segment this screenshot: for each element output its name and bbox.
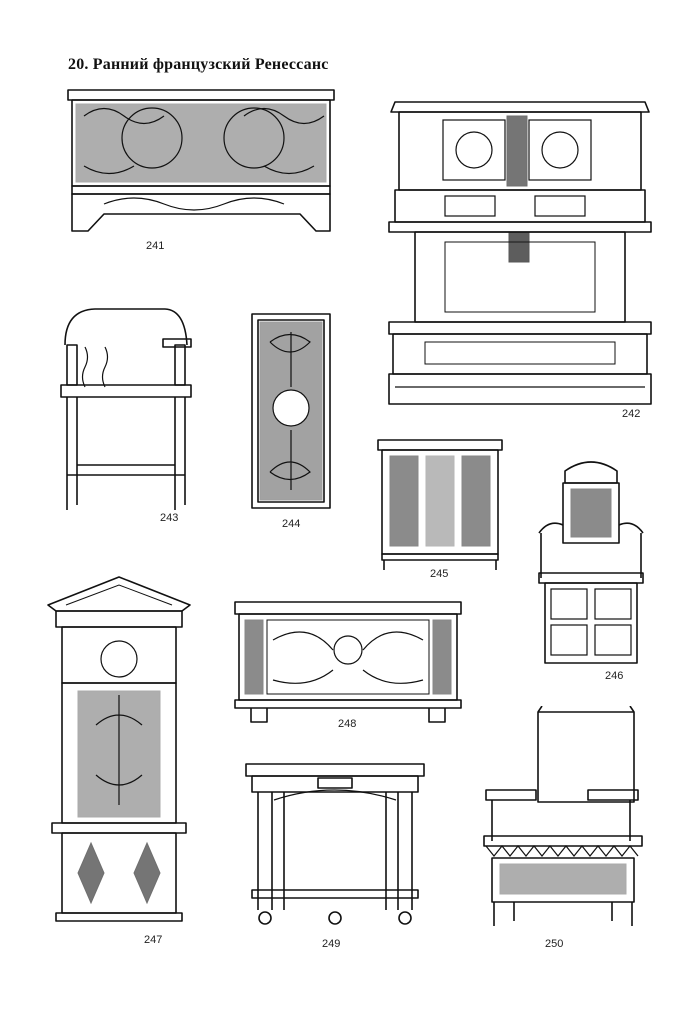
- figure-247: [46, 575, 192, 925]
- table-icon: [245, 763, 425, 925]
- figure-241: [64, 86, 340, 236]
- figure-label-246: 246: [605, 670, 624, 682]
- figure-249: [244, 760, 426, 928]
- chest-icon: [234, 601, 462, 723]
- figure-label-241: 241: [146, 240, 165, 252]
- armchair-icon: [483, 706, 643, 926]
- figure-245: [376, 438, 504, 572]
- throne-chair-icon: [538, 461, 644, 664]
- figure-label-244: 244: [282, 518, 301, 530]
- figure-label-243: 243: [160, 512, 179, 524]
- figure-label-248: 248: [338, 718, 357, 730]
- figure-label-247: 247: [144, 934, 163, 946]
- figure-244: [250, 312, 332, 510]
- dresser-cabinet-icon: [388, 101, 652, 405]
- figure-label-249: 249: [322, 938, 341, 950]
- figure-242: [385, 92, 655, 412]
- figure-label-242: 242: [622, 408, 641, 420]
- carved-panel-icon: [251, 313, 331, 509]
- figure-label-245: 245: [430, 568, 449, 580]
- tall-cabinet-icon: [47, 576, 191, 922]
- small-cabinet-icon: [377, 439, 503, 570]
- chair-icon: [60, 308, 192, 510]
- page-title: 20. Ранний французский Ренессанс: [68, 56, 329, 73]
- figure-250: [480, 706, 645, 928]
- figure-248: [233, 600, 463, 724]
- figure-label-250: 250: [545, 938, 564, 950]
- carved-chest-icon: [67, 89, 335, 232]
- figure-243: [55, 305, 200, 515]
- figure-246: [535, 453, 647, 668]
